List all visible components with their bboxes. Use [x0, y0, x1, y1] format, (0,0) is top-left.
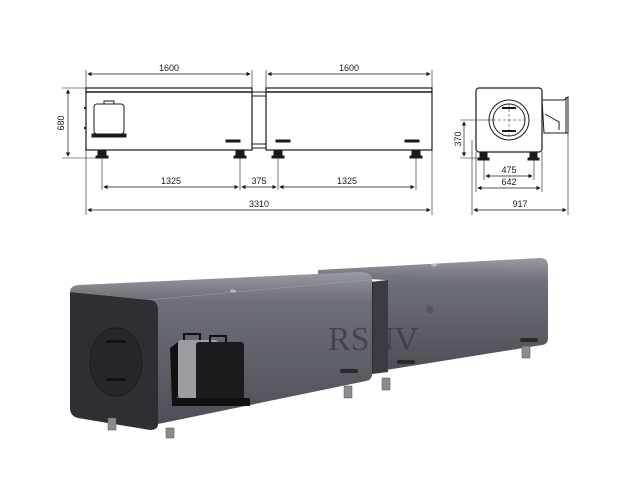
- dim-total-length: 3310: [249, 199, 269, 209]
- side-view-labels: 1600 1600 680 1325 375 1325 3310: [56, 63, 359, 209]
- dim-foot-span-right: 1325: [337, 176, 357, 186]
- handle-mark: [275, 139, 291, 143]
- registered-mark: ®: [426, 305, 434, 316]
- right-module-outline: [265, 87, 433, 151]
- brand-watermark: RSNV: [328, 321, 419, 358]
- feet: [95, 149, 423, 159]
- handle-mark: [225, 139, 241, 143]
- dim-length-right: 1600: [339, 63, 359, 73]
- camera-outline: [84, 100, 127, 138]
- side-view: [62, 70, 433, 215]
- end-camera-mount: [541, 96, 569, 134]
- module-connector: [251, 91, 267, 149]
- dim-length-left: 1600: [159, 63, 179, 73]
- dim-total-width: 917: [512, 199, 527, 209]
- dim-height: 680: [56, 115, 66, 130]
- dim-gap: 375: [251, 176, 266, 186]
- product-render: RSNV ®: [70, 258, 548, 439]
- dim-foot-span-left: 1325: [161, 176, 181, 186]
- camera-render: [170, 333, 250, 406]
- handle-mark: [404, 139, 420, 143]
- dim-axis-height: 370: [453, 131, 463, 146]
- end-view-labels: 370 475 642 917: [453, 131, 528, 209]
- dim-end-foot-span: 475: [501, 165, 516, 175]
- dim-body-width: 642: [501, 177, 516, 187]
- end-view: [460, 87, 569, 215]
